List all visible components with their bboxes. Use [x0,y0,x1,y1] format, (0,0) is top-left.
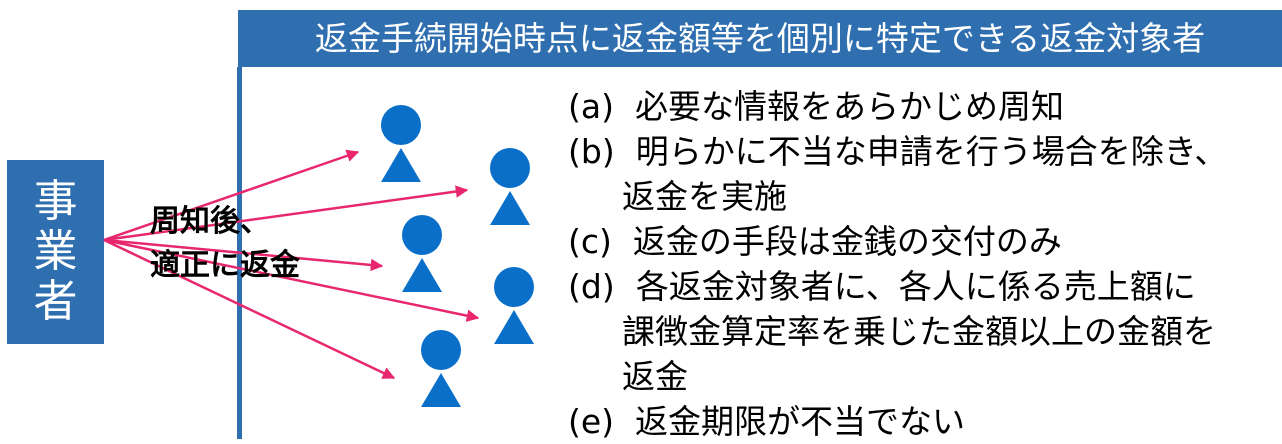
business-operator-box: 事 業 者 [7,160,104,344]
person-icon [421,330,461,407]
requirements-list: (a) 必要な情報をあらかじめ周知 (b) 明らかに不当な申請を行う場合を除き、… [568,84,1227,444]
list-item-d-cont-2: 返金 [622,357,688,396]
item-text: 返金の手段は金銭の交付のみ [632,222,1062,261]
item-text: 返金期限が不当でない [635,402,966,441]
diagram-title: 返金手続開始時点に返金額等を個別に特定できる返金対象者 [238,10,1282,67]
item-tag: (a) [568,87,614,126]
arrow-4 [103,238,480,322]
person-icon [490,148,530,225]
actor-char-3: 者 [33,276,78,327]
arrow-label: 周知後、 適正に返金 [150,200,300,288]
item-text: 明らかに不当な申請を行う場合を除き、 [635,132,1228,171]
list-item-d-cont-1: 課徴金算定率を乗じた金額以上の金額を [622,312,1216,351]
list-item-d: (d) 各返金対象者に、各人に係る売上額に [568,264,1227,309]
item-tag: (d) [568,267,615,306]
item-text: 必要な情報をあらかじめ周知 [634,87,1064,126]
actor-char-2: 業 [33,226,78,277]
item-text: 各返金対象者に、各人に係る売上額に [635,267,1196,306]
arrow-1 [103,149,360,242]
list-item-e: (e) 返金期限が不当でない [568,399,1227,444]
item-tag: (c) [568,222,612,261]
list-item-a: (a) 必要な情報をあらかじめ周知 [568,84,1227,129]
actor-char-1: 事 [33,176,78,227]
person-icon [381,105,421,182]
item-tag: (e) [568,402,615,441]
list-item-b-cont: 返金を実施 [622,177,787,216]
arrow-label-line-1: 周知後、 [150,204,270,239]
list-item-b: (b) 明らかに不当な申請を行う場合を除き、 [568,129,1227,174]
arrow-label-line-2: 適正に返金 [150,248,300,283]
item-tag: (b) [568,132,615,171]
list-item-c: (c) 返金の手段は金銭の交付のみ [568,219,1227,264]
person-icon [402,215,442,292]
person-icon [494,267,534,344]
arrow-3 [103,238,384,272]
arrow-2 [103,185,469,242]
arrow-5 [103,238,396,380]
